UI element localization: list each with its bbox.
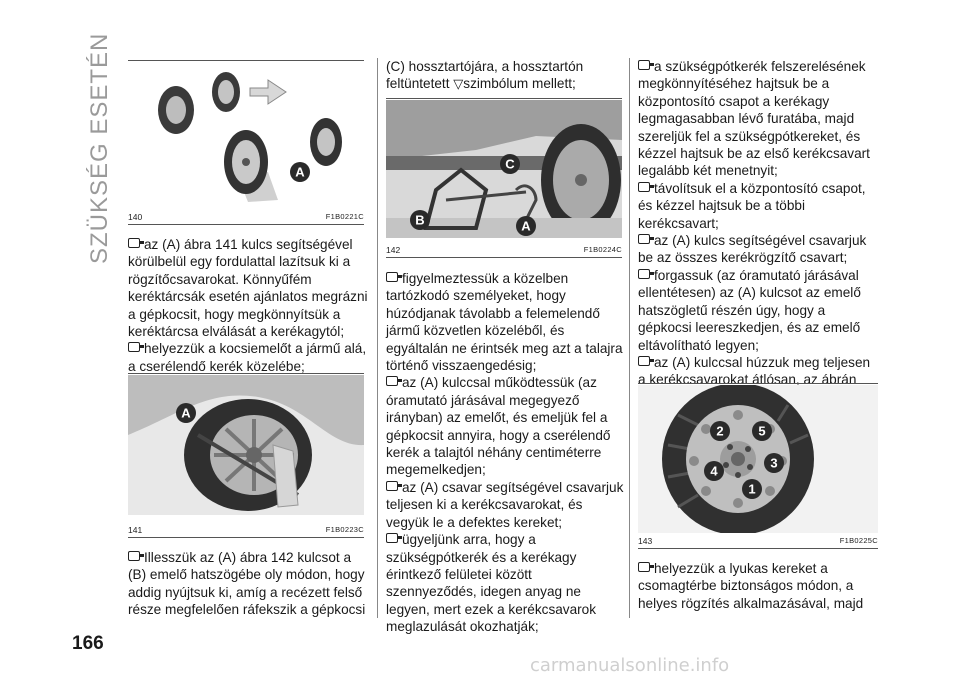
- figure-143-bottom-rule: [638, 548, 878, 549]
- figure-143-label-2: 2: [716, 424, 723, 439]
- col1-step-2: helyezzük a kocsiemelőt a jármű alá, a c…: [128, 341, 367, 374]
- figure-143-number: 143: [638, 536, 653, 546]
- figure-140-caption: 140 F1B0221C: [128, 212, 364, 222]
- figure-143-code: F1B0225C: [839, 536, 878, 545]
- figure-143-label-4-marker: [704, 461, 724, 481]
- figure-142-caption: 142 F1B0224C: [386, 245, 622, 255]
- bullet-icon: [128, 342, 144, 353]
- figure-140-bottom-rule: [128, 224, 364, 225]
- figure-141-label-a-marker: [176, 403, 196, 423]
- figure-142-label-a: A: [521, 219, 531, 234]
- bullet-icon: [386, 376, 402, 387]
- figure-143-top-rule: [638, 383, 878, 384]
- col2-step-2: az (A) kulccsal működtessük (az óramutat…: [386, 375, 611, 478]
- figure-142-label-b-marker: [410, 210, 430, 230]
- page-number: 166: [72, 633, 104, 654]
- figure-141-wrench-image: A: [128, 375, 364, 515]
- figure-142-label-c: C: [505, 157, 515, 172]
- figure-142-jack-image: B C A: [386, 100, 622, 238]
- figure-142-label-b: B: [415, 213, 424, 228]
- figure-143-label-1: 1: [748, 482, 755, 497]
- bullet-icon: [638, 562, 654, 572]
- jack-point-triangle-icon: ▽: [453, 76, 464, 92]
- column-3-text-bottom: helyezzük a lyukas kereket a csomagtérbe…: [638, 560, 880, 612]
- column-2-text-bottom: figyelmeztessük a közelben tartózkodó sz…: [386, 270, 626, 636]
- figure-143-label-5: 5: [758, 424, 765, 439]
- figure-140-number: 140: [128, 212, 143, 222]
- bullet-icon: [638, 234, 654, 245]
- figure-142-number: 142: [386, 245, 401, 255]
- col3-step-6: helyezzük a lyukas kereket a csomagtérbe…: [638, 561, 864, 611]
- column-1-text-top: az (A) ábra 141 kulcs segítségével körül…: [128, 236, 368, 375]
- figure-141-caption: 141 F1B0223C: [128, 525, 364, 535]
- figure-143-label-4: 4: [710, 464, 718, 479]
- figure-140-label-a-marker: [290, 162, 310, 182]
- bullet-icon: [386, 533, 402, 544]
- figure-141-bottom-rule: [128, 537, 364, 538]
- col3-step-4: forgassuk (az óramutató járásával ellent…: [638, 267, 861, 353]
- figure-140-label-a: A: [295, 165, 305, 180]
- col3-step-2: távolítsuk el a központosító csapot, és …: [638, 180, 866, 231]
- figure-141-number: 141: [128, 525, 143, 535]
- bullet-icon: [638, 181, 654, 192]
- figure-142-top-rule: [386, 98, 622, 99]
- bullet-icon: [638, 60, 654, 70]
- figure-143-label-2-marker: [710, 421, 730, 441]
- col3-step-1: a szükségpótkerék felszerelésének megkön…: [638, 59, 870, 179]
- col1-step-1: az (A) ábra 141 kulcs segítségével körül…: [128, 237, 368, 340]
- figure-143-label-1-marker: [742, 479, 762, 499]
- bullet-icon: [638, 268, 654, 279]
- figure-143-label-3: 3: [770, 456, 777, 471]
- col2-step-3: az (A) csavar segítségével csavarjuk tel…: [386, 479, 624, 530]
- col2-step-1: figyelmeztessük a közelben tartózkodó sz…: [386, 271, 623, 374]
- column-1-text-bottom: Illesszük az (A) ábra 142 kulcsot a (B) …: [128, 549, 368, 619]
- figure-142-label-c-marker: [500, 154, 520, 174]
- section-side-title: SZÜKSÉG ESETÉN: [80, 0, 120, 300]
- figure-143-caption: 143 F1B0225C: [638, 536, 878, 546]
- column-divider-1: [377, 58, 378, 618]
- footer-watermark: carmanualsonline.info: [530, 655, 730, 676]
- bullet-icon: [386, 272, 402, 282]
- figure-140-wheels-image: A: [128, 62, 364, 210]
- column-divider-2: [629, 58, 630, 618]
- col1-step-3: Illesszük az (A) ábra 142 kulcsot a (B) …: [128, 550, 366, 618]
- section-title-text: SZÜKSÉG ESETÉN: [86, 32, 113, 264]
- figure-142-code: F1B0224C: [583, 245, 622, 254]
- bullet-icon: [128, 238, 144, 248]
- figure-140-code: F1B0221C: [325, 212, 364, 221]
- figure-143-bolt-sequence-image: 2 5 4 3 1: [638, 385, 878, 533]
- figure-142-bottom-rule: [386, 257, 622, 258]
- col2-continuation: (C) hossztartójára, a hossztartón feltün…: [386, 59, 584, 92]
- col2-step-4: ügyeljünk arra, hogy a szükségpótkerék é…: [386, 532, 597, 635]
- figure-143-label-5-marker: [752, 421, 772, 441]
- bullet-icon: [638, 355, 654, 366]
- figure-141-code: F1B0223C: [325, 525, 364, 534]
- column-3-text-top: a szükségpótkerék felszerelésének megkön…: [638, 58, 880, 406]
- figure-142-label-a-marker: [516, 216, 536, 236]
- bullet-icon: [128, 551, 144, 561]
- col3-step-3: az (A) kulcs segítségével csavarjuk be a…: [638, 233, 867, 266]
- figure-140-top-rule: [128, 60, 364, 61]
- figure-143-label-3-marker: [764, 453, 784, 473]
- bullet-icon: [386, 480, 402, 491]
- column-2-text-top: (C) hossztartójára, a hossztartón feltün…: [386, 58, 626, 93]
- figure-141-top-rule: [128, 373, 364, 374]
- figure-141-label-a: A: [181, 406, 191, 421]
